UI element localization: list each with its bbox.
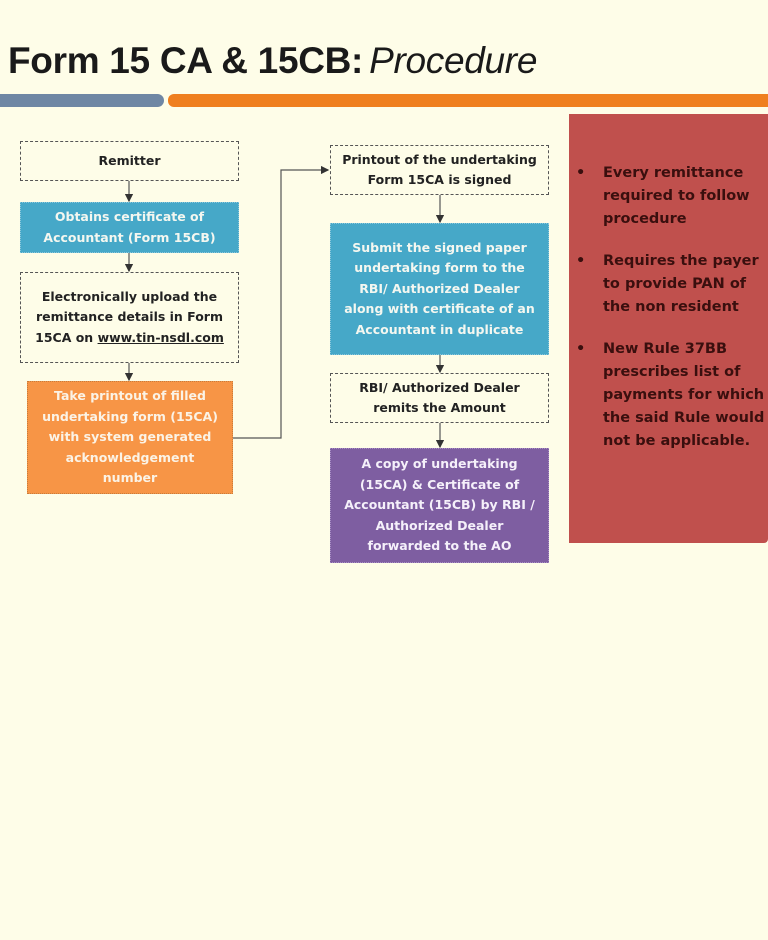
note-item: • Requires the payer to provide PAN of t… xyxy=(569,250,768,319)
flow-step-take-printout: Take printout of filled undertaking form… xyxy=(27,381,233,494)
bullet-icon: • xyxy=(576,165,586,181)
title-main: Form 15 CA & 15CB: xyxy=(8,40,364,81)
flow-step-remitter: Remitter xyxy=(20,141,239,181)
step-line: forwarded to the AO xyxy=(367,538,512,554)
step-line: Submit the signed paper xyxy=(352,239,527,255)
step-line: (15CA) & Certificate of xyxy=(359,476,520,492)
note-text: New Rule 37BB prescribes list of payment… xyxy=(603,341,765,449)
step-line: number xyxy=(102,470,158,486)
note-text: Requires the payer to provide PAN of the… xyxy=(603,253,759,315)
flow-step-obtains-certificate: Obtains certificate of Accountant (Form … xyxy=(20,202,239,253)
step-line: Take printout of filled xyxy=(54,388,206,404)
step-line: with system generated xyxy=(48,429,212,445)
step-line: undertaking form to the xyxy=(354,260,525,276)
step-line: Accountant (15CB) by RBI / xyxy=(344,497,535,513)
step-line: remits the Amount xyxy=(373,400,506,415)
step-line: Accountant (Form 15CB) xyxy=(43,229,216,245)
notes-panel: • Every remittance required to follow pr… xyxy=(569,114,768,543)
note-item: • Every remittance required to follow pr… xyxy=(569,162,768,231)
step-line: undertaking form (15CA) xyxy=(42,408,218,424)
flow-step-submit-form: Submit the signed paper undertaking form… xyxy=(330,223,549,355)
step-line: 15CA on xyxy=(35,329,98,345)
bullet-icon: • xyxy=(576,253,586,269)
bullet-icon: • xyxy=(576,341,586,357)
step-line: remittance details in Form xyxy=(35,309,223,325)
tin-nsdl-link[interactable]: www.tin-nsdl.com xyxy=(97,329,224,345)
step-text: Remitter xyxy=(98,152,161,168)
step-line: RBI/ Authorized Dealer xyxy=(359,280,520,296)
step-line: RBI/ Authorized Dealer xyxy=(359,379,520,395)
step-line: Accountant in duplicate xyxy=(355,321,524,337)
note-text: Every remittance required to follow proc… xyxy=(603,165,750,227)
step-line: along with certificate of an xyxy=(344,301,535,317)
note-item: • New Rule 37BB prescribes list of payme… xyxy=(569,338,768,453)
title-underline-orange xyxy=(168,94,768,107)
flow-step-forward-to-ao: A copy of undertaking (15CA) & Certifica… xyxy=(330,448,549,563)
step-line: Obtains certificate of xyxy=(54,209,205,224)
flow-step-printout-signed: Printout of the undertaking Form 15CA is… xyxy=(330,145,549,195)
flow-step-remits-amount: RBI/ Authorized Dealer remits the Amount xyxy=(330,373,549,423)
flow-step-upload-details: Electronically upload the remittance det… xyxy=(20,272,239,363)
step-line: A copy of undertaking xyxy=(361,456,518,472)
step-line: Electronically upload the xyxy=(41,288,218,304)
step-line: acknowledgement xyxy=(65,449,195,465)
title-underline-blue xyxy=(0,94,164,107)
step-line: Printout of the undertaking xyxy=(342,151,537,167)
page-title: Form 15 CA & 15CB:Procedure xyxy=(8,40,537,82)
step-line: Authorized Dealer xyxy=(375,517,504,533)
title-sub: Procedure xyxy=(369,40,538,81)
step-line: Form 15CA is signed xyxy=(367,172,512,187)
